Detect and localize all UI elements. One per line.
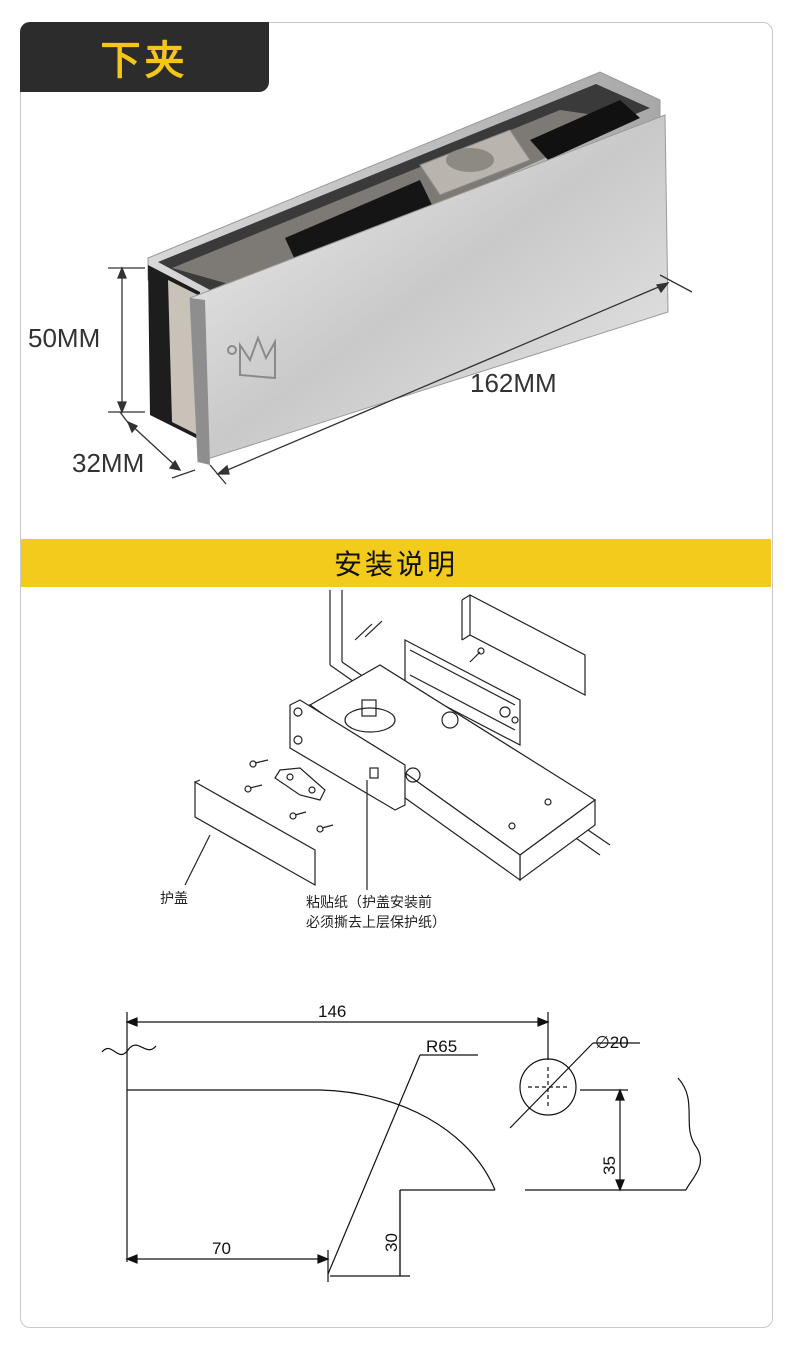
pivot-hole [446,148,494,172]
product-illustration [108,71,693,485]
front-plate [189,114,669,463]
cover-label: 护盖 [160,891,188,907]
black-insert-right [530,100,640,160]
sticker-note-line2: 必须撕去上层保护纸） [306,915,446,931]
dim-diameter: ∅20 [595,1033,629,1052]
dim-35: 35 [600,1156,619,1175]
rail [404,639,521,746]
screws [244,759,334,833]
length-dimension: 162MM [470,368,557,398]
page-title: 下夹 [100,38,189,84]
front-plate-edge [190,298,210,465]
upper-cover [469,594,586,696]
technical-drawing [101,1012,702,1282]
sticker-note-line1: 粘贴纸（护盖安装前 [306,894,432,911]
height-dimension: 50MM [28,323,101,353]
dim-30: 30 [382,1233,401,1252]
bracket [274,767,326,801]
black-insert-left [285,180,432,262]
glass-panel [329,590,611,856]
crown-logo [227,335,276,380]
width-dimension: 32MM [72,448,145,478]
section-header: 安装说明 [21,539,771,587]
dim-70: 70 [212,1239,231,1258]
clamp-block [289,699,406,811]
cover-plate [194,780,316,887]
dim-r65: R65 [426,1037,457,1056]
title-tab: 下夹 [20,22,269,92]
section-title: 安装说明 [333,548,458,581]
dim-146: 146 [318,1002,346,1021]
